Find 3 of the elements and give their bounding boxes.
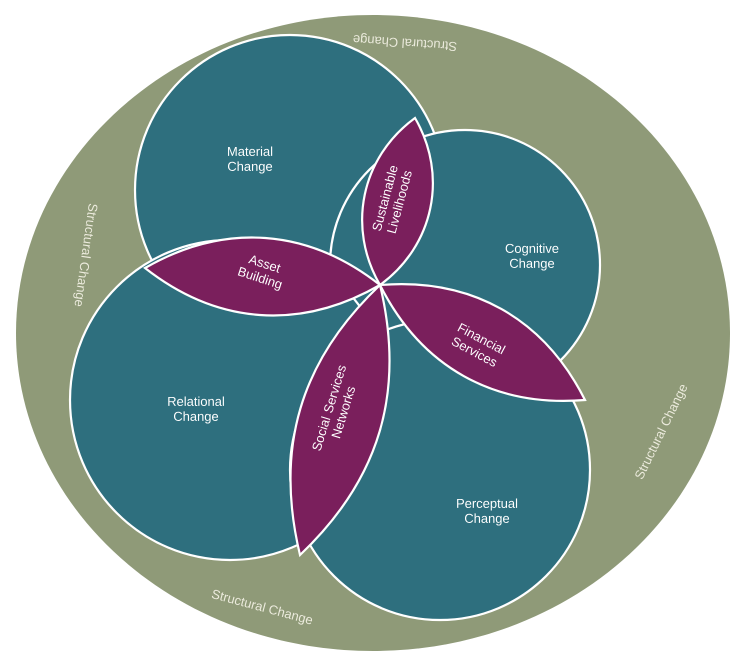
node-label: Cognitive Change xyxy=(506,243,558,271)
node-label: Perceptual Change xyxy=(457,498,518,526)
node-label: Material Change xyxy=(228,146,272,174)
